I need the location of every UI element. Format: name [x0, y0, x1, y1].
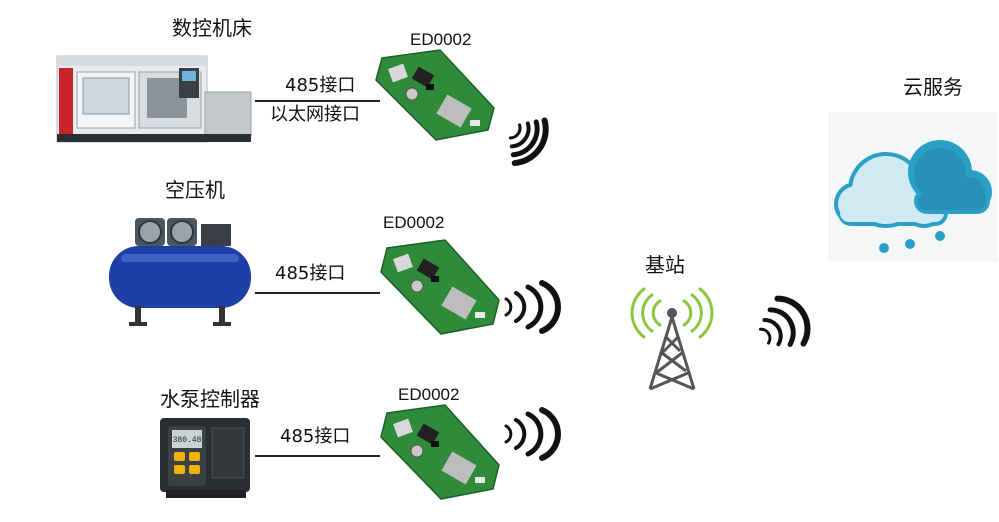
pump-controller-label: 水泵控制器 [160, 387, 260, 411]
signal-waves-module-3 [504, 407, 561, 461]
module-3-code: ED0002 [398, 385, 460, 404]
module-3-board [380, 404, 500, 500]
signal-waves-module-1 [508, 117, 549, 167]
signal-waves-module-2 [504, 280, 561, 334]
cnc-connection-line [255, 100, 380, 102]
pump-485-interface-label: 485接口 [280, 426, 351, 447]
module-2-board [380, 239, 500, 335]
module-1-code: ED0002 [410, 30, 472, 49]
signal-waves-to-cloud [759, 295, 811, 347]
cnc-machine-label: 数控机床 [172, 16, 252, 40]
pump-controller-image: 380.48 [160, 418, 250, 498]
cnc-ethernet-interface-label: 以太网接口 [270, 104, 360, 125]
pump-connection-line [255, 455, 380, 457]
cnc-machine-image [56, 55, 252, 143]
base-station-label: 基站 [645, 253, 685, 277]
compressor-485-interface-label: 485接口 [275, 263, 346, 284]
pump-display-readout: 380.48 [173, 436, 202, 445]
compressor-connection-line [255, 292, 380, 294]
compressor-image [109, 218, 251, 326]
cloud-service-label: 云服务 [903, 75, 963, 99]
compressor-label: 空压机 [165, 178, 225, 202]
cloud-icon [828, 112, 998, 262]
cnc-485-interface-label: 485接口 [285, 75, 356, 96]
module-1-board [375, 49, 495, 141]
module-2-code: ED0002 [383, 213, 445, 232]
base-station-tower-icon [630, 287, 714, 391]
